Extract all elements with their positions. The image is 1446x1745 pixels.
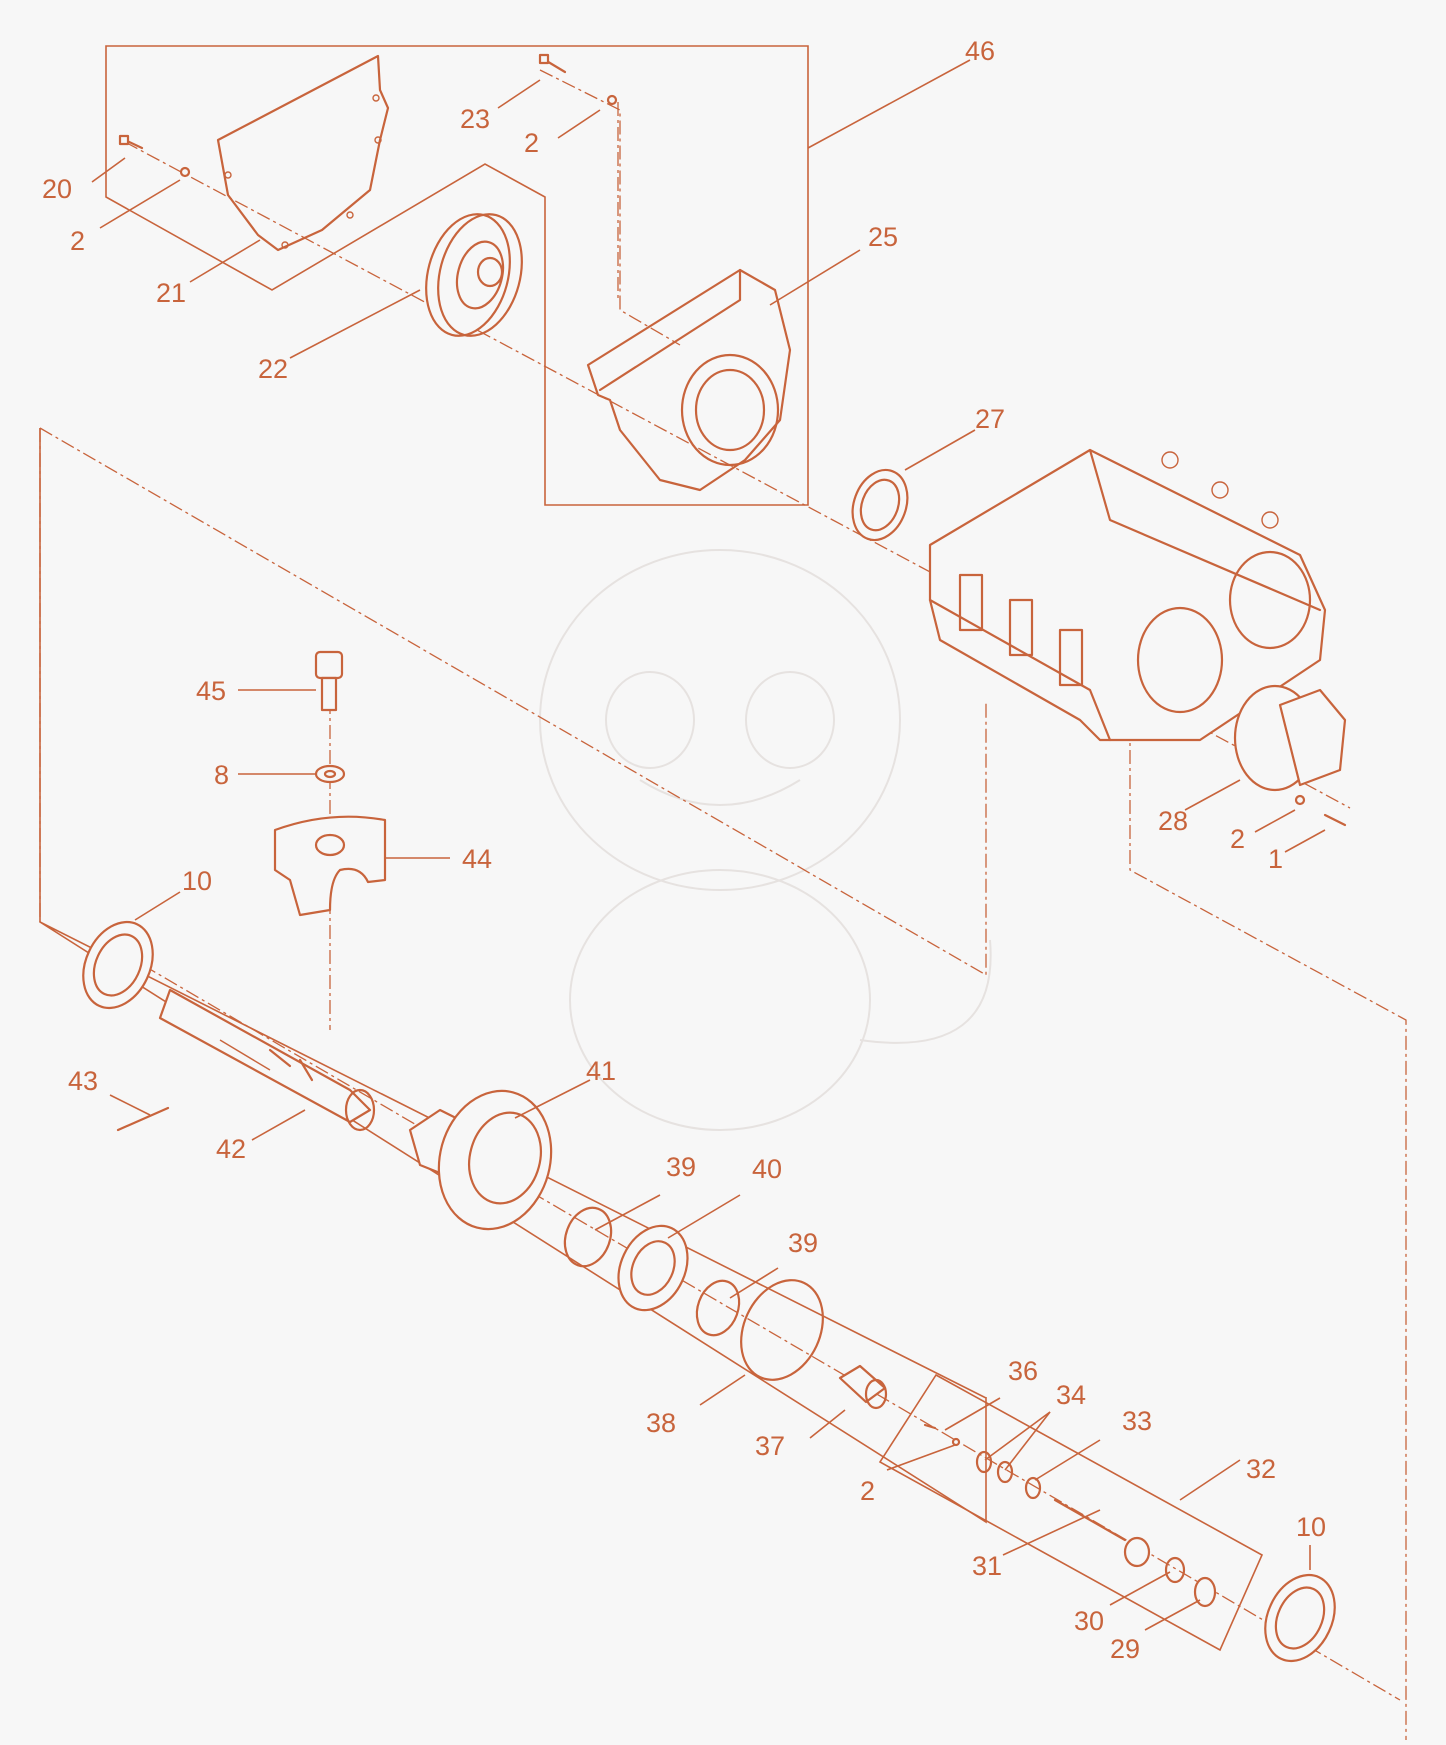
part-36-pin (923, 1423, 961, 1447)
callout-28: 28 (1158, 806, 1188, 836)
part-30-oring (1164, 1556, 1186, 1584)
part-33-ring (1024, 1476, 1042, 1500)
part-21-cover-plate (216, 54, 390, 252)
callout-36: 36 (1008, 1356, 1038, 1386)
callout-25: 25 (868, 222, 898, 252)
part-39-ring-a (563, 1206, 613, 1268)
assembly-frame-32 (878, 1373, 1264, 1652)
assembly-frame-46 (105, 45, 809, 506)
callout-20: 20 (42, 174, 72, 204)
callout-33: 33 (1122, 1406, 1152, 1436)
part-39-ring-b (695, 1279, 741, 1337)
callout-30: 30 (1074, 1606, 1104, 1636)
callout-46: 46 (965, 36, 995, 66)
callout-2-lower: 2 (860, 1476, 875, 1506)
callout-10-right: 10 (1296, 1512, 1326, 1542)
callout-31: 31 (972, 1551, 1002, 1581)
part-40-bearing (617, 1224, 689, 1312)
callout-45: 45 (196, 676, 226, 706)
screw-23 (538, 53, 618, 106)
callout-34: 34 (1056, 1380, 1086, 1410)
part-22-pulley (425, 213, 523, 337)
callout-27: 27 (975, 404, 1005, 434)
callout-39-a: 39 (666, 1152, 696, 1182)
part-45-screw (314, 650, 344, 712)
callout-22: 22 (258, 354, 288, 384)
part-31-plunger (1053, 1498, 1151, 1568)
callout-labels: 46 23 2 20 2 21 25 22 27 45 8 44 10 28 2… (42, 36, 1326, 1664)
callout-1: 1 (1268, 844, 1283, 874)
callout-40: 40 (752, 1154, 782, 1184)
callout-23: 23 (460, 104, 490, 134)
leader-lines (91, 59, 1326, 1631)
screw-1 (1294, 794, 1347, 827)
callout-8: 8 (214, 760, 229, 790)
part-29-seal (1193, 1576, 1217, 1608)
part-38-snap-ring (740, 1279, 824, 1381)
callout-38: 38 (646, 1408, 676, 1438)
part-34-clips (975, 1450, 1014, 1484)
part-42-shaft (158, 988, 376, 1132)
callout-41: 41 (586, 1056, 616, 1086)
part-10-bearing-left (82, 920, 154, 1010)
callout-2-top: 2 (524, 128, 539, 158)
callout-10-left: 10 (182, 866, 212, 896)
assembly-frame-lower (39, 427, 1407, 1740)
callout-2-left: 2 (70, 226, 85, 256)
part-25-housing-cover (586, 268, 792, 492)
part-10-bearing-right (1264, 1573, 1336, 1663)
dragon-watermark (539, 549, 992, 1131)
part-8-washer (314, 764, 346, 784)
callout-32: 32 (1246, 1454, 1276, 1484)
part-43-pin (116, 1106, 170, 1132)
part-41-gear (408, 1089, 553, 1231)
part-28-flange-cap (1233, 684, 1347, 792)
part-27-seal (851, 468, 909, 542)
pump-housing (928, 448, 1327, 742)
callout-2-right: 2 (1230, 824, 1245, 854)
callout-39-b: 39 (788, 1228, 818, 1258)
screw-20 (118, 134, 191, 178)
callout-43: 43 (68, 1066, 98, 1096)
callout-21: 21 (156, 278, 186, 308)
callout-29: 29 (1110, 1634, 1140, 1664)
callout-42: 42 (216, 1134, 246, 1164)
part-37-sleeve (838, 1364, 888, 1410)
callout-37: 37 (755, 1431, 785, 1461)
callout-44: 44 (462, 844, 492, 874)
part-44-saddle (273, 815, 387, 917)
